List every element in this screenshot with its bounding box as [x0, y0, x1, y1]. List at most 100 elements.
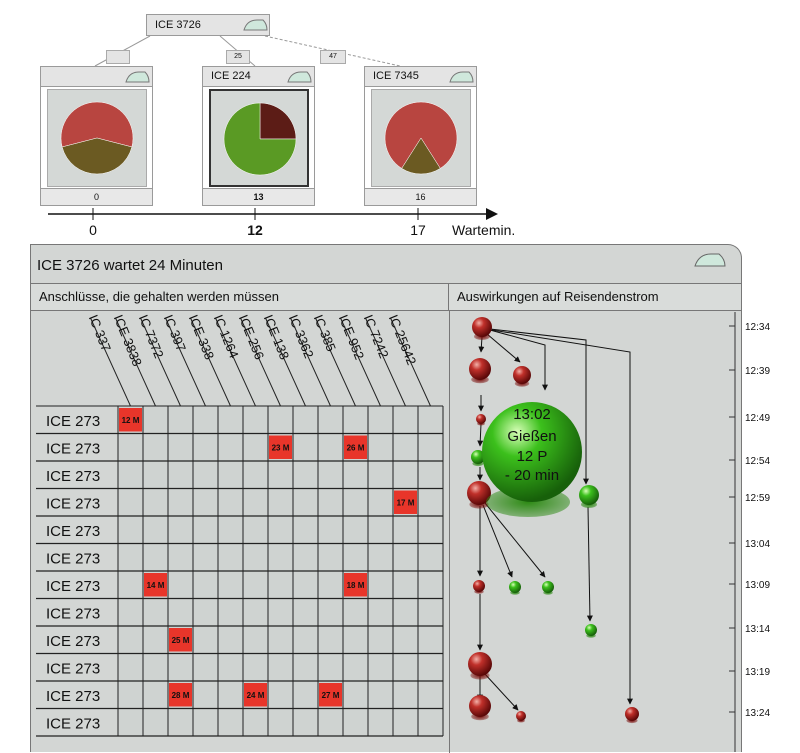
green-node: [542, 581, 554, 595]
column-leader: [340, 317, 381, 407]
node-sphere: [585, 624, 597, 636]
time-label: 13:24: [745, 708, 770, 719]
delay-cell: [144, 573, 167, 597]
green-node: [585, 624, 597, 638]
folder-tab-icon[interactable]: [693, 251, 727, 269]
delay-label: 23 M: [272, 444, 290, 453]
node-sphere: [467, 481, 491, 505]
node-sphere: [472, 317, 492, 337]
node-header: ICE 224: [203, 67, 314, 87]
column-leader: [190, 317, 231, 407]
flow-edge: [489, 328, 589, 485]
node-sphere: [579, 485, 599, 505]
delay-label: 27 M: [322, 691, 340, 700]
time-label: 13:09: [745, 580, 770, 591]
delay-label: 26 M: [347, 444, 365, 453]
row-label: ICE 273: [46, 551, 100, 568]
flow-edge: [477, 423, 484, 447]
pie-frame: [209, 89, 309, 187]
flow-edge: [482, 504, 513, 578]
green-node: [471, 450, 485, 467]
folder-tab-icon: [243, 19, 268, 31]
row-label: ICE 273: [46, 578, 100, 595]
delay-cell: [344, 435, 367, 459]
node-sphere: [516, 711, 526, 721]
tree-root-node[interactable]: ICE 3726: [146, 14, 270, 36]
pie-slice: [223, 102, 297, 176]
delay-cell: [269, 435, 292, 459]
tree-node[interactable]: ICE 224 13: [202, 66, 315, 206]
edge-label: 47: [320, 50, 346, 64]
pie-slice: [61, 137, 133, 175]
red-node: [469, 358, 491, 384]
node-sphere: [513, 366, 531, 384]
folder-tab-icon: [125, 71, 150, 83]
delay-cell: [169, 628, 192, 652]
panel-title: ICE 3726 wartet 24 Minuten: [37, 257, 223, 274]
time-label: 13:19: [745, 667, 770, 678]
time-label: 12:59: [745, 493, 770, 504]
axis-tick-label: 12: [247, 222, 263, 238]
flow-edge: [484, 502, 546, 578]
red-node: [516, 711, 526, 723]
node-sphere: [476, 414, 486, 424]
axis-tick-label: 17: [410, 222, 426, 238]
edge-label: 25: [226, 50, 250, 64]
time-label: 12:54: [745, 456, 770, 467]
row-label: ICE 273: [46, 633, 100, 650]
row-label: ICE 273: [46, 496, 100, 513]
tree-node[interactable]: ICE 7345 16: [364, 66, 477, 206]
time-label: 13:14: [745, 624, 770, 635]
tree-root-label: ICE 3726: [155, 19, 201, 31]
pie-chart: [60, 101, 134, 175]
flow-edge: [491, 329, 633, 705]
delay-label: 25 M: [172, 636, 190, 645]
delay-label: 28 M: [172, 691, 190, 700]
red-node: [513, 366, 531, 387]
red-node: [469, 695, 491, 721]
row-label: ICE 273: [46, 413, 100, 430]
delay-label: 12 M: [122, 416, 140, 425]
column-leader: [140, 317, 181, 407]
time-label: 13:04: [745, 539, 770, 550]
column-leader: [90, 317, 131, 407]
column-leader: [240, 317, 281, 407]
column-leader: [315, 317, 356, 407]
flow-edge: [586, 506, 593, 622]
red-node: [468, 652, 492, 680]
pie-frame: [371, 89, 471, 187]
node-label: ICE 224: [211, 70, 251, 82]
delay-cell: [119, 408, 142, 432]
node-sphere: [542, 581, 554, 593]
pie-slice: [401, 137, 441, 175]
row-label: ICE 273: [46, 523, 100, 540]
node-sphere: [468, 652, 492, 676]
tree-node[interactable]: 0: [40, 66, 153, 206]
wait-value: 16: [365, 188, 476, 205]
red-node: [473, 580, 485, 594]
red-node: [472, 317, 492, 340]
green-node: [509, 581, 521, 595]
node-sphere: [473, 580, 485, 592]
row-label: ICE 273: [46, 716, 100, 733]
column-leader: [115, 317, 156, 407]
highlight-text: 12 P: [517, 448, 548, 465]
pie-chart: [384, 101, 458, 175]
red-node: [476, 414, 486, 426]
flow-header: Auswirkungen auf Reisendenstrom: [449, 283, 741, 311]
delay-cell: [169, 683, 192, 707]
time-label: 12:49: [745, 413, 770, 424]
row-label: ICE 273: [46, 661, 100, 678]
red-node: [467, 481, 491, 509]
axis-label: Wartemin.: [452, 222, 516, 238]
row-label: ICE 273: [46, 606, 100, 623]
red-node: [625, 707, 639, 724]
row-label: ICE 273: [46, 468, 100, 485]
flow-edge: [483, 672, 519, 711]
node-sphere: [625, 707, 639, 721]
delay-label: 24 M: [247, 691, 265, 700]
node-sphere: [509, 581, 521, 593]
highlight-text: 13:02: [513, 406, 551, 423]
folder-tab-icon: [449, 71, 474, 83]
